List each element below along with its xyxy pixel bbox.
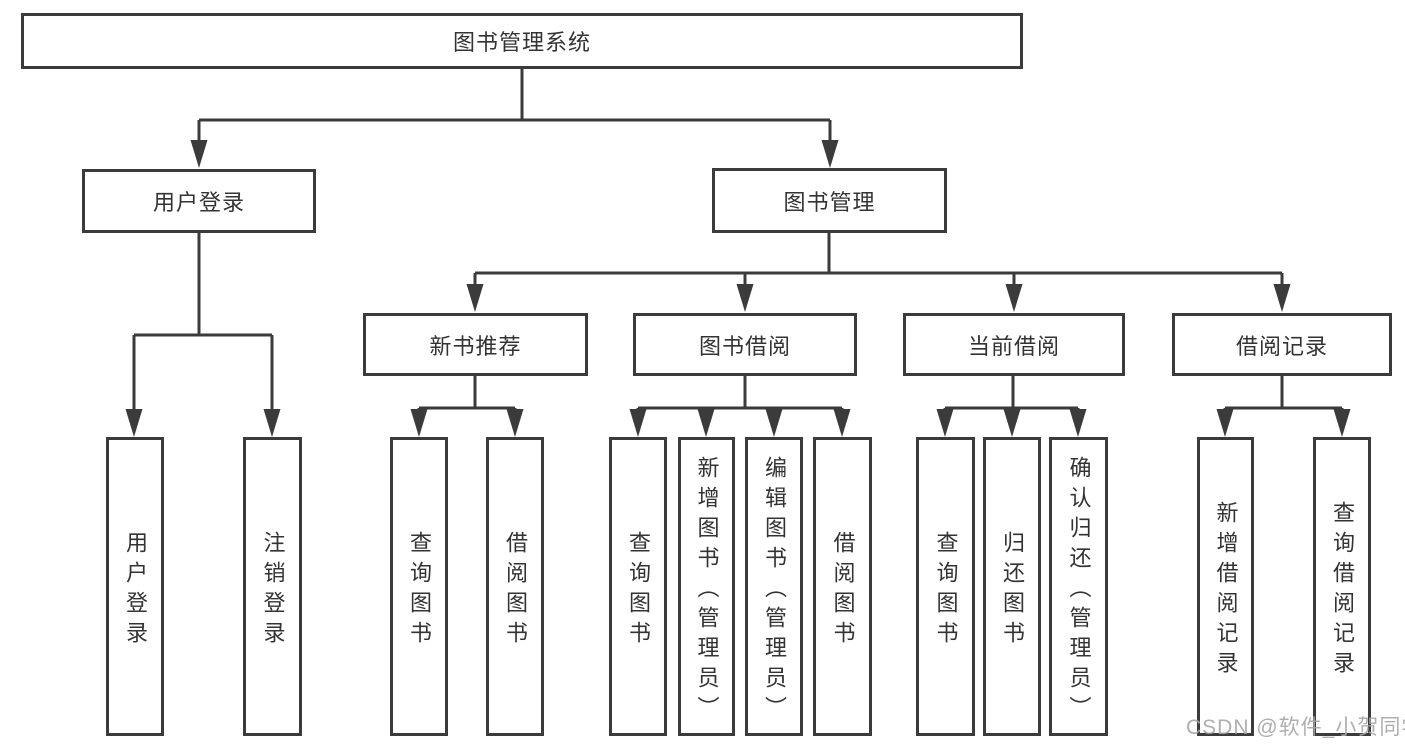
node-book-borrow: 图书借阅 (633, 313, 857, 376)
leaf-user-login-label: 用户登录 (123, 530, 148, 651)
leaf-add-borrow-record: 新增借阅记录 (1197, 437, 1254, 736)
node-current-borrow: 当前借阅 (903, 313, 1125, 376)
leaf-query-borrow-record-label: 查询借阅记录 (1330, 500, 1355, 681)
leaf-query-books-2: 查询图书 (609, 437, 667, 736)
leaf-user-login: 用户登录 (106, 437, 164, 736)
leaf-add-book-admin: 新增图书（管理员） (678, 437, 735, 736)
leaf-confirm-return-admin: 确认归还（管理员） (1049, 437, 1108, 736)
leaf-add-borrow-record-label: 新增借阅记录 (1213, 500, 1239, 681)
leaf-query-books-3-label: 查询图书 (933, 530, 959, 651)
leaf-query-books-3: 查询图书 (916, 437, 975, 736)
node-new-book-recommend-label: 新书推荐 (429, 333, 522, 359)
leaf-borrow-books-2-label: 借阅图书 (830, 530, 856, 651)
leaf-query-books-1-label: 查询图书 (407, 530, 432, 651)
node-book-borrow-label: 图书借阅 (698, 333, 791, 359)
node-borrow-records: 借阅记录 (1172, 313, 1392, 376)
leaf-query-books-2-label: 查询图书 (626, 530, 651, 651)
node-book-management-label: 图书管理 (783, 189, 876, 215)
node-root-label: 图书管理系统 (452, 30, 591, 55)
node-user-login: 用户登录 (82, 169, 316, 233)
leaf-add-book-admin-label: 新增图书（管理员） (694, 455, 720, 726)
leaf-edit-book-admin: 编辑图书（管理员） (745, 437, 803, 736)
leaf-query-borrow-record: 查询借阅记录 (1313, 437, 1371, 736)
leaf-return-book-label: 归还图书 (1000, 530, 1025, 651)
leaf-borrow-books-1: 借阅图书 (486, 437, 544, 736)
leaf-query-books-1: 查询图书 (390, 437, 448, 736)
node-book-management: 图书管理 (712, 168, 947, 233)
leaf-borrow-books-1-label: 借阅图书 (503, 530, 528, 651)
node-user-login-label: 用户登录 (152, 190, 245, 215)
leaf-borrow-books-2: 借阅图书 (813, 437, 872, 736)
node-root: 图书管理系统 (21, 13, 1023, 69)
leaf-logout-label: 注销登录 (260, 530, 286, 651)
node-new-book-recommend: 新书推荐 (363, 313, 588, 376)
leaf-confirm-return-admin-label: 确认归还（管理员） (1066, 455, 1092, 726)
node-current-borrow-label: 当前借阅 (967, 333, 1060, 359)
leaf-return-book: 归还图书 (983, 437, 1041, 736)
csdn-watermark: CSDN @软件_小贺同学 (1186, 716, 1405, 739)
leaf-edit-book-admin-label: 编辑图书（管理员） (762, 455, 787, 726)
leaf-logout: 注销登录 (243, 437, 302, 736)
node-borrow-records-label: 借阅记录 (1235, 333, 1328, 359)
